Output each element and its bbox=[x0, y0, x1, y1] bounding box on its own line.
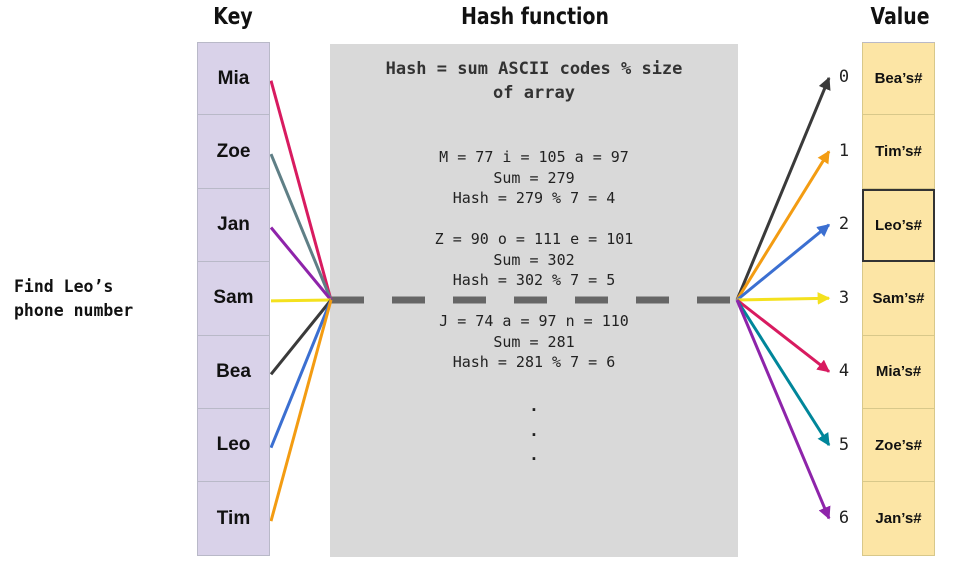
dot: · bbox=[529, 449, 539, 468]
value-heading: Value bbox=[870, 4, 930, 30]
key-link-tim bbox=[269, 299, 333, 522]
value-owner: Sam’s bbox=[872, 289, 917, 307]
ascii-codes: Z = 90 o = 111 e = 101 bbox=[434, 230, 634, 248]
value-number: # bbox=[916, 289, 925, 307]
ascii-sum: Sum = 279 bbox=[493, 168, 575, 187]
key-link-bea bbox=[269, 299, 333, 376]
hash-formula: Hash = sum ASCII codes % size of array bbox=[330, 57, 738, 105]
key-cell-leo[interactable]: Leo bbox=[197, 408, 270, 483]
slot-arrow-4 bbox=[736, 298, 830, 373]
slot-index-4: 4 bbox=[838, 361, 850, 381]
key-cell-zoe[interactable]: Zoe bbox=[197, 115, 270, 189]
slot-index-3: 3 bbox=[838, 288, 850, 308]
value-cell-6[interactable]: Jan’s# bbox=[862, 482, 935, 556]
value-cell-0[interactable]: Bea’s# bbox=[862, 42, 935, 116]
prompt-line-2: phone number bbox=[14, 301, 134, 320]
value-owner: Zoe’s bbox=[875, 436, 914, 454]
key-cell-tim[interactable]: Tim bbox=[197, 482, 270, 556]
value-number: # bbox=[913, 436, 922, 454]
key-column: Mia Zoe Jan Sam Bea Leo Tim bbox=[197, 42, 270, 556]
hash-result: Hash = 279 % 7 = 4 bbox=[452, 189, 616, 207]
value-number: # bbox=[913, 510, 922, 528]
ascii-sum: Sum = 281 bbox=[493, 332, 575, 351]
slot-arrow-5 bbox=[735, 299, 831, 447]
prompt-line-1: Find Leo’s bbox=[14, 277, 114, 296]
slot-index-0: 0 bbox=[838, 67, 850, 87]
value-owner: Leo’s bbox=[875, 216, 914, 234]
value-owner: Jan’s bbox=[875, 510, 914, 528]
key-link-zoe bbox=[269, 153, 333, 301]
key-cell-mia[interactable]: Mia bbox=[197, 42, 270, 116]
slot-index-5: 5 bbox=[838, 435, 850, 455]
dot: · bbox=[529, 400, 539, 419]
value-owner: Bea’s bbox=[874, 70, 915, 88]
hash-formula-line-2: of array bbox=[493, 83, 575, 103]
key-cell-bea[interactable]: Bea bbox=[197, 335, 270, 409]
ascii-codes: M = 77 i = 105 a = 97 bbox=[439, 148, 629, 166]
hash-calculation-jan: J = 74 a = 97 n = 110 Sum = 281 Hash = 2… bbox=[330, 311, 738, 373]
dot: · bbox=[529, 424, 539, 444]
slot-arrow-3 bbox=[736, 292, 831, 305]
prompt-text: Find Leo’s phone number bbox=[14, 275, 133, 323]
value-cell-2-selected[interactable]: Leo’s# bbox=[862, 188, 935, 263]
value-column: Bea’s# Tim’s# Leo’s# Sam’s# Mia’s# Zoe’s… bbox=[862, 42, 935, 556]
slot-arrow-1 bbox=[735, 150, 831, 301]
slot-index-2: 2 bbox=[838, 214, 850, 234]
key-link-mia bbox=[269, 80, 333, 301]
key-cell-jan[interactable]: Jan bbox=[197, 188, 270, 263]
slot-index-1: 1 bbox=[838, 141, 850, 161]
value-number: # bbox=[913, 143, 922, 161]
value-cell-3[interactable]: Sam’s# bbox=[862, 262, 935, 336]
value-number: # bbox=[913, 216, 922, 234]
ascii-codes: J = 74 a = 97 n = 110 bbox=[439, 312, 629, 330]
value-owner: Tim’s bbox=[875, 143, 914, 161]
hash-function-heading: Hash function bbox=[461, 4, 609, 30]
hash-calculation-mia: M = 77 i = 105 a = 97 Sum = 279 Hash = 2… bbox=[330, 147, 738, 209]
value-cell-4[interactable]: Mia’s# bbox=[862, 335, 935, 409]
key-link-jan bbox=[269, 226, 333, 301]
hash-result: Hash = 302 % 7 = 5 bbox=[452, 271, 616, 289]
hash-formula-line-1: Hash = sum ASCII codes % size bbox=[385, 59, 683, 79]
key-cell-sam[interactable]: Sam bbox=[197, 262, 270, 336]
slot-arrow-2 bbox=[736, 223, 830, 302]
continuation-dots: · · · bbox=[330, 398, 738, 472]
value-owner: Mia’s bbox=[875, 363, 913, 381]
ascii-sum: Sum = 302 bbox=[493, 250, 575, 269]
value-cell-5[interactable]: Zoe’s# bbox=[862, 408, 935, 483]
hash-calculation-zoe: Z = 90 o = 111 e = 101 Sum = 302 Hash = … bbox=[330, 229, 738, 291]
value-number: # bbox=[914, 70, 923, 88]
key-link-sam bbox=[270, 298, 332, 303]
value-cell-1[interactable]: Tim’s# bbox=[862, 115, 935, 189]
key-heading: Key bbox=[213, 4, 253, 30]
slot-arrow-0 bbox=[735, 76, 831, 301]
slot-arrow-6 bbox=[735, 299, 831, 520]
hash-result: Hash = 281 % 7 = 6 bbox=[452, 353, 616, 371]
key-link-leo bbox=[269, 299, 333, 449]
slot-index-6: 6 bbox=[838, 508, 850, 528]
value-number: # bbox=[912, 363, 922, 381]
